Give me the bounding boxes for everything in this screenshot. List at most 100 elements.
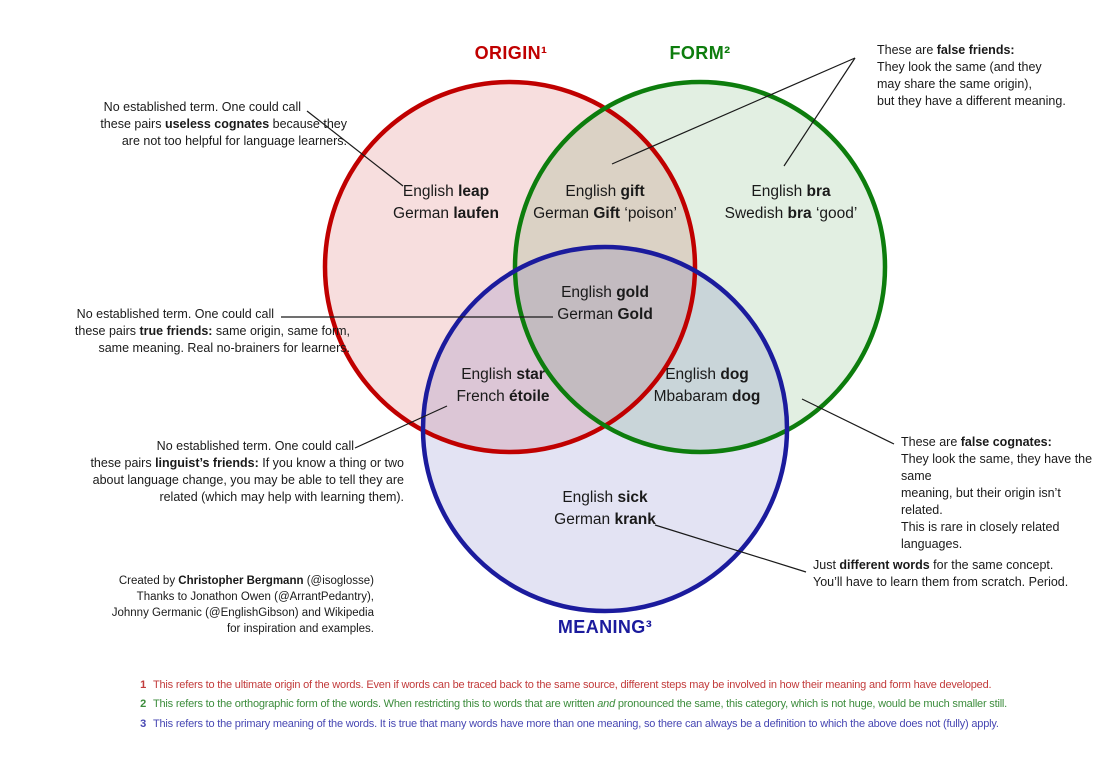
text-part: (@isoglosse) xyxy=(303,575,374,587)
text-line: Johnny Germanic (@EnglishGibson) and Wik… xyxy=(112,605,374,621)
text-part: are not too helpful for language learner… xyxy=(121,134,347,148)
text-line: They look the same (and they xyxy=(877,59,1066,76)
text-part: English xyxy=(565,183,621,200)
text-part: same meaning. Real no-brainers for learn… xyxy=(98,341,350,355)
text-line: German krank xyxy=(495,509,715,531)
text-line: No established term. One could call xyxy=(75,306,350,323)
text-part: Created by xyxy=(118,575,179,587)
text-line: related (which may help with learning th… xyxy=(90,489,404,506)
text-part: This refers to the ultimate origin of th… xyxy=(153,679,992,691)
text-part: No established term. One could call xyxy=(103,100,301,114)
text-part: but they have a different meaning. xyxy=(877,94,1066,108)
text-part: dog xyxy=(720,366,749,383)
text-part: false friends: xyxy=(936,43,1015,57)
footnote-1-number: 1 xyxy=(140,679,146,691)
title-origin: ORIGIN¹ xyxy=(474,43,548,63)
text-line: Created by Christopher Bergmann (@isoglo… xyxy=(112,573,374,589)
text-part: Just xyxy=(813,558,840,572)
text-part: These are xyxy=(877,43,937,57)
text-part: Thanks to Jonathon Owen (@ArrantPedantry… xyxy=(136,591,374,603)
annotation-different-words: Just different words for the same concep… xyxy=(813,557,1068,591)
text-part: dog xyxy=(732,388,761,405)
text-part: krank xyxy=(614,511,656,528)
text-part: for the same concept. xyxy=(929,558,1054,572)
title-meaning: MEANING³ xyxy=(557,617,653,637)
footnote-3-number: 3 xyxy=(140,717,146,730)
venn-fill-meaning xyxy=(423,247,787,611)
text-part: same origin, same form, xyxy=(212,324,350,338)
text-line: Swedish bra ‘good’ xyxy=(681,203,901,225)
venn-fill-origin xyxy=(325,82,695,452)
text-part: false cognates: xyxy=(960,435,1052,449)
footnote-3-text: This refers to the primary meaning of th… xyxy=(153,715,999,734)
text-line: about language change, you may be able t… xyxy=(90,472,404,489)
text-part: bra xyxy=(806,183,831,200)
text-part: German xyxy=(554,511,615,528)
text-line: these pairs true friends: same origin, s… xyxy=(75,323,350,340)
text-part: English xyxy=(665,366,721,383)
text-part: related (which may help with learning th… xyxy=(159,490,404,504)
text-part: French xyxy=(456,388,510,405)
text-line: meaning, but their origin isn’t related. xyxy=(901,485,1100,519)
text-part: These are xyxy=(901,435,961,449)
text-line: but they have a different meaning. xyxy=(877,93,1066,110)
text-line: German Gift ‘poison’ xyxy=(495,203,715,225)
text-part: gift xyxy=(620,183,645,200)
text-part: Johnny Germanic (@EnglishGibson) and Wik… xyxy=(111,607,374,619)
text-line: these pairs linguist’s friends: If you k… xyxy=(90,455,404,472)
annotation-linguists-friends: No established term. One could call these… xyxy=(90,438,404,506)
footnote-1-text: This refers to the ultimate origin of th… xyxy=(153,676,992,695)
text-line: Mbabaram dog xyxy=(597,386,817,408)
annotation-false-cognates: These are false cognates:They look the s… xyxy=(901,434,1100,553)
text-part: Gift xyxy=(593,205,621,222)
text-line: German laufen xyxy=(336,203,556,225)
text-part: No established term. One could call xyxy=(156,439,354,453)
text-line: This is rare in closely related language… xyxy=(901,519,1100,553)
text-part: English xyxy=(561,284,617,301)
text-line: English star xyxy=(393,364,613,386)
text-line: English dog xyxy=(597,364,817,386)
text-line: German Gold xyxy=(495,304,715,326)
text-part: these pairs xyxy=(100,117,165,131)
credits: Created by Christopher Bergmann (@isoglo… xyxy=(112,573,374,637)
text-part: sick xyxy=(617,489,648,506)
text-line: French étoile xyxy=(393,386,613,408)
footnote-2-text: This refers to the orthographic form of … xyxy=(153,695,1007,714)
connector-different-words xyxy=(654,524,807,573)
text-part: If you know a thing or two xyxy=(258,456,404,470)
footnote-2: 2 This refers to the orthographic form o… xyxy=(132,695,1007,714)
text-part: Mbabaram xyxy=(653,388,732,405)
text-line: Just different words for the same concep… xyxy=(813,557,1068,574)
text-line: English bra xyxy=(681,181,901,203)
connector-false-friends-bra xyxy=(783,57,856,167)
text-part: German xyxy=(393,205,454,222)
connector-false-friends-gift xyxy=(611,57,856,165)
text-line: You’ll have to learn them from scratch. … xyxy=(813,574,1068,591)
text-line: English gold xyxy=(495,282,715,304)
text-part: German xyxy=(557,306,618,323)
text-part: meaning, but their origin isn’t related. xyxy=(901,486,1061,517)
text-part: Christopher Bergmann xyxy=(178,575,304,587)
text-part: étoile xyxy=(509,388,550,405)
annotation-useless-cognates: No established term. One could call these… xyxy=(100,99,347,150)
text-part: German xyxy=(533,205,594,222)
text-line: may share the same origin), xyxy=(877,76,1066,93)
text-line: No established term. One could call xyxy=(100,99,347,116)
text-part: Gold xyxy=(617,306,653,323)
text-part: ‘poison’ xyxy=(620,205,677,222)
text-part: English xyxy=(751,183,807,200)
text-part: true friends: xyxy=(139,324,213,338)
text-part: gold xyxy=(616,284,649,301)
text-part: may share the same origin), xyxy=(877,77,1032,91)
text-line: Thanks to Jonathon Owen (@ArrantPedantry… xyxy=(112,589,374,605)
venn-circle-origin xyxy=(322,79,698,455)
text-part: star xyxy=(516,366,545,383)
